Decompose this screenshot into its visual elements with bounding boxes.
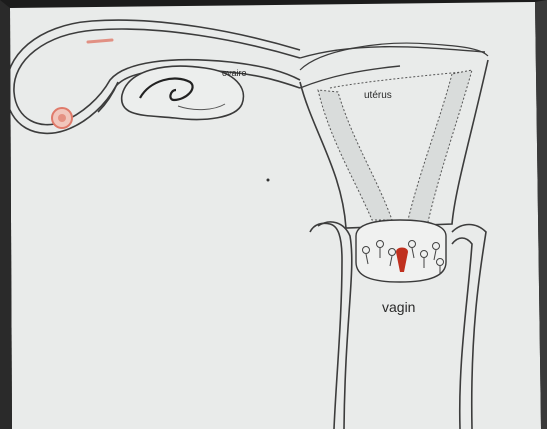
ovary: ovaire xyxy=(122,66,247,119)
stray-dot xyxy=(267,179,270,182)
uterus-label: utérus xyxy=(364,90,392,101)
oocyte-marker xyxy=(52,108,72,128)
vagina-label: vagin xyxy=(382,299,415,315)
photo-edge-left xyxy=(0,0,12,429)
sperm-marker xyxy=(88,40,112,42)
cervix xyxy=(356,220,446,282)
ovary-label: ovaire xyxy=(222,68,247,78)
